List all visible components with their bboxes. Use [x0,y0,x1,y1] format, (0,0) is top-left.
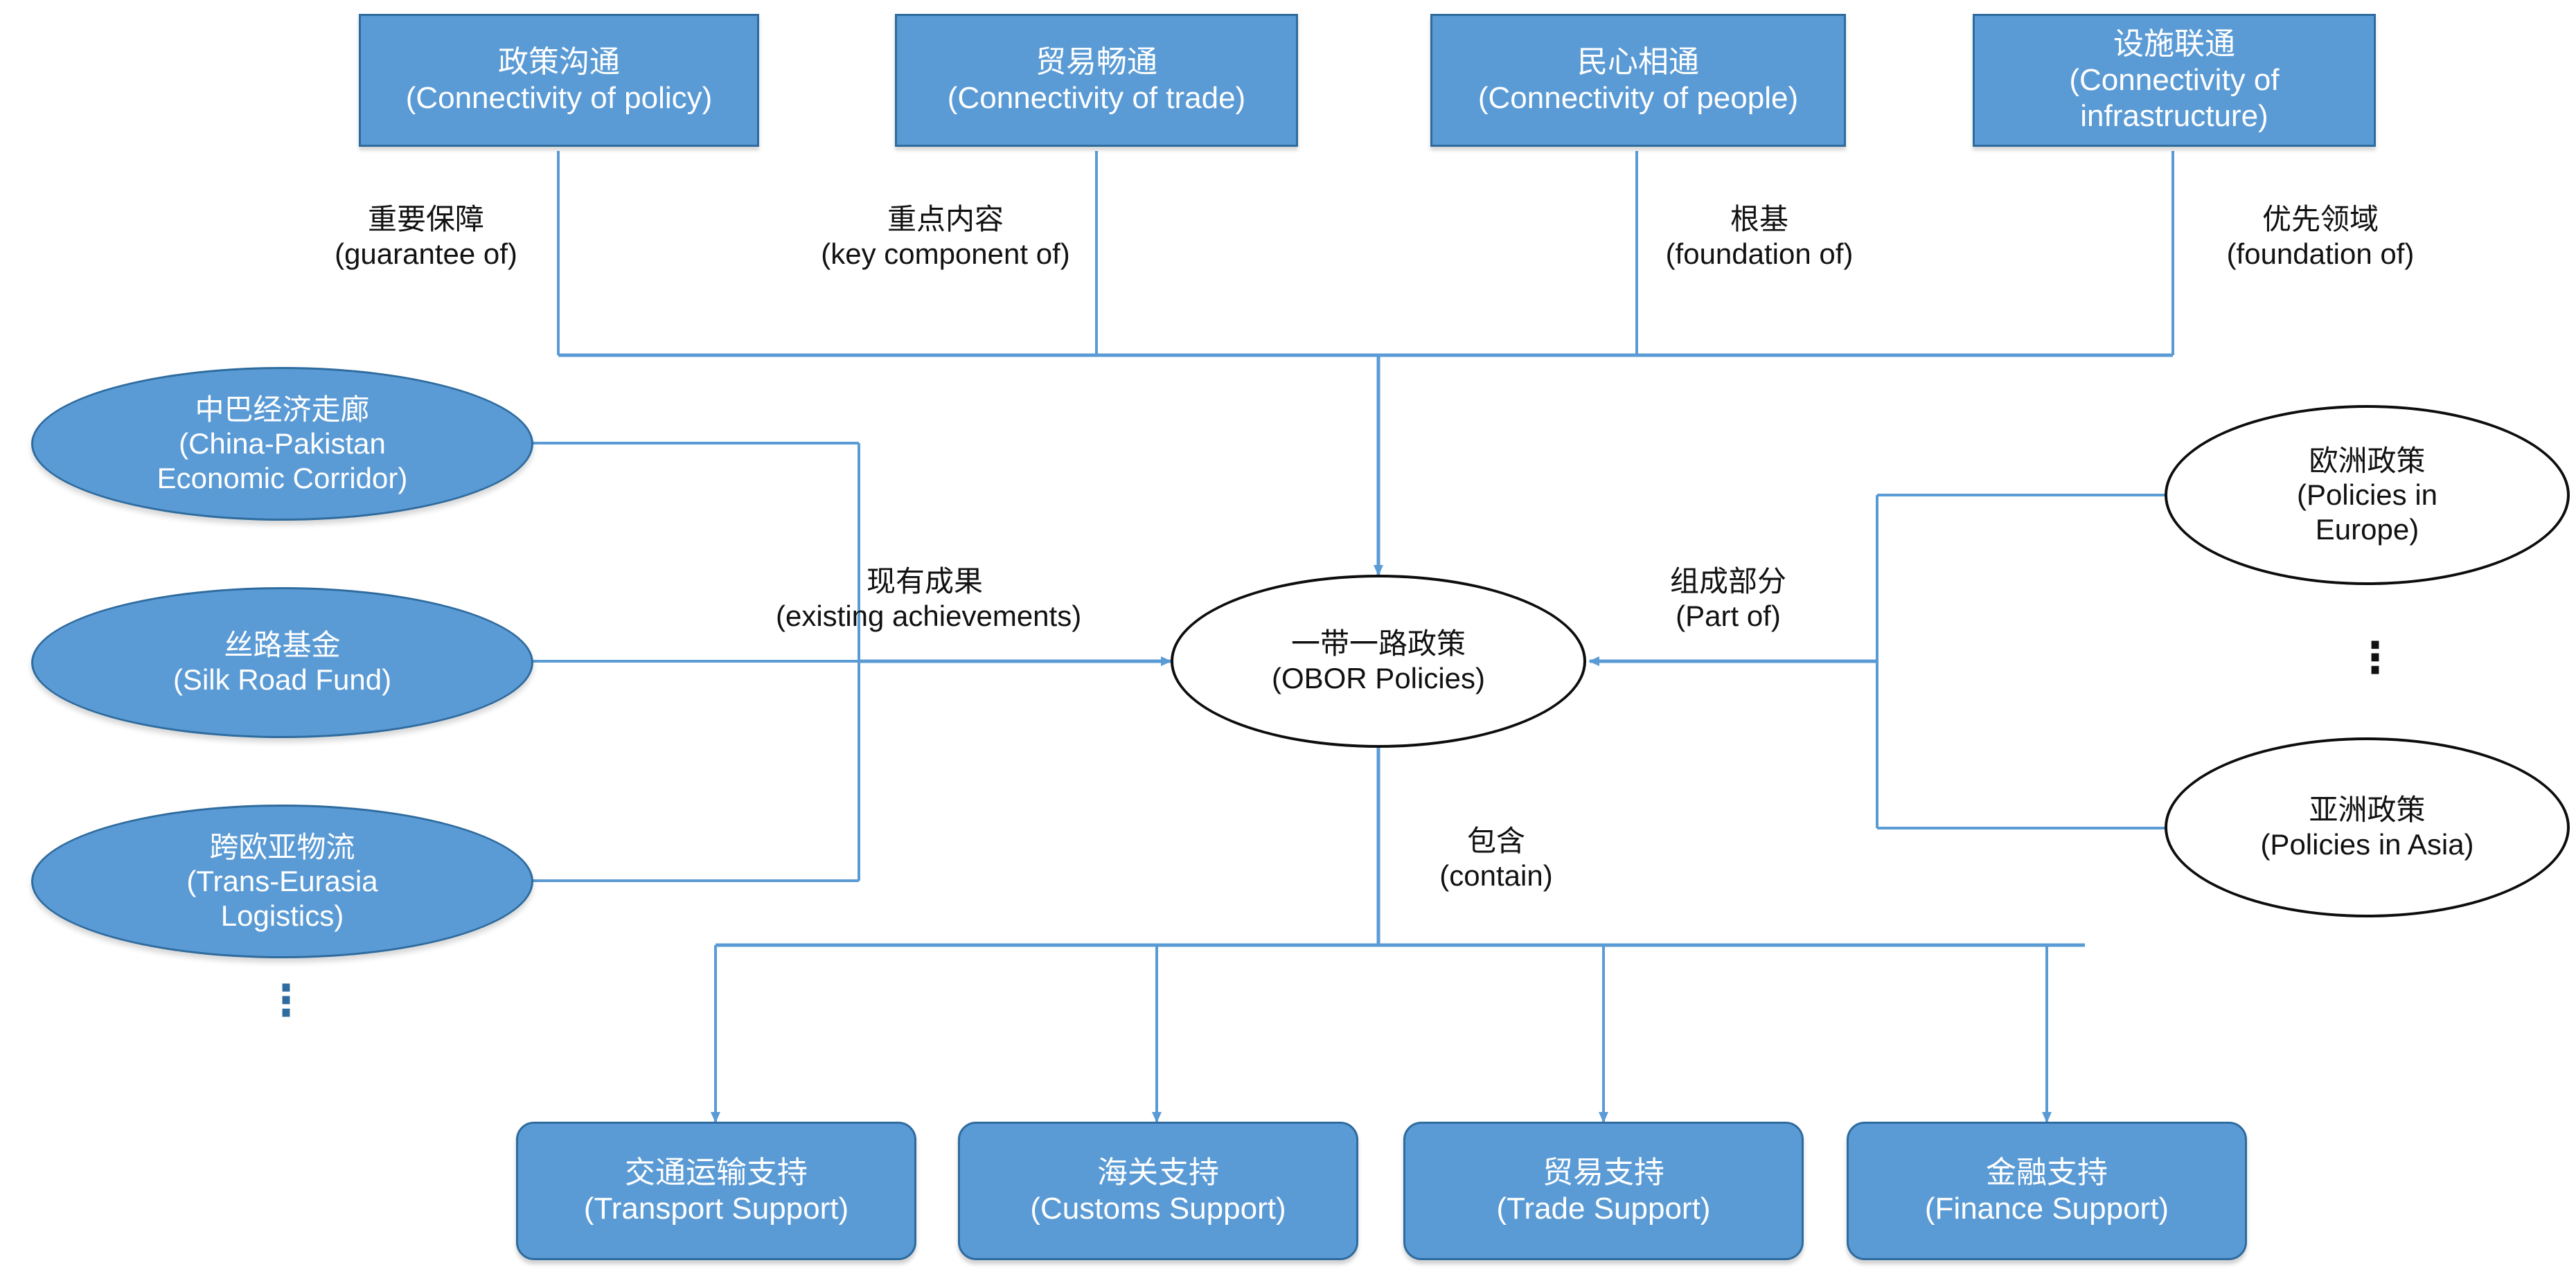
edge-label-en: (existing achievements) [776,600,1082,633]
node-label-en: (Policies in [2296,478,2438,512]
node-transport-support[interactable]: 交通运输支持 (Transport Support) [516,1122,916,1260]
node-label-en: (Customs Support) [1030,1192,1286,1226]
edge-label-existing-achievements: 现有成果 (existing achievements) [776,564,1082,634]
edge-label-cn: 重点内容 [887,203,1004,235]
node-label-en-2: infrastructure) [2080,98,2268,133]
left-more-nodes-ellipsis-icon: ⋮ [265,977,308,1025]
node-label-cn: 交通运输支持 [625,1156,808,1190]
node-obor-policies[interactable]: 一带一路政策 (OBOR Policies) [1171,575,1586,748]
node-silk-road-fund[interactable]: 丝路基金 (Silk Road Fund) [31,587,533,738]
node-policies-in-asia[interactable]: 亚洲政策 (Policies in Asia) [2165,737,2570,917]
node-china-pakistan-economic-corridor[interactable]: 中巴经济走廊 (China-Pakistan Economic Corridor… [31,367,533,521]
node-label-en: (OBOR Policies) [1271,662,1486,694]
node-label-en: (Policies in Asia) [2260,828,2474,861]
edge-label-cn: 优先领域 [2262,203,2379,235]
node-label-en: (Transport Support) [583,1192,849,1226]
edge-label-key-component-of: 重点内容 (key component of) [803,202,1087,272]
node-trade-support[interactable]: 贸易支持 (Trade Support) [1403,1122,1804,1260]
node-label-en: (Connectivity of people) [1477,81,1799,115]
node-label-cn: 金融支持 [1986,1156,2108,1190]
node-label-en-2: Europe) [2315,512,2419,546]
node-label-en: (Trade Support) [1496,1192,1711,1226]
right-more-nodes-ellipsis-icon: ⋮ [2354,634,2397,682]
node-label-cn: 贸易畅通 [1036,45,1157,80]
node-label-cn: 海关支持 [1097,1156,1219,1190]
node-connectivity-of-policy[interactable]: 政策沟通 (Connectivity of policy) [359,14,759,147]
node-label-en: (Connectivity of policy) [405,81,713,115]
node-policies-in-europe[interactable]: 欧洲政策 (Policies in Europe) [2165,405,2570,585]
node-label-en: (Silk Road Fund) [172,663,392,696]
node-trans-eurasia-logistics[interactable]: 跨欧亚物流 (Trans-Eurasia Logistics) [31,805,533,958]
node-label-cn: 一带一路政策 [1290,627,1466,661]
node-label-en: (Finance Support) [1924,1192,2169,1226]
node-label-en: (Connectivity of trade) [947,81,1246,115]
node-label-cn: 民心相通 [1577,45,1699,80]
node-finance-support[interactable]: 金融支持 (Finance Support) [1847,1122,2247,1260]
node-label-cn: 设施联通 [2113,27,2235,62]
node-label-en-2: Logistics) [220,899,344,932]
edge-label-en: (guarantee of) [335,237,517,271]
edge-label-foundation-of-people: 根基 (foundation of) [1642,202,1877,272]
node-label-cn: 亚洲政策 [2309,793,2426,827]
node-label-cn: 中巴经济走廊 [195,393,370,426]
edge-label-cn: 包含 [1466,825,1525,857]
edge-label-part-of: 组成部分 (Part of) [1614,564,1842,634]
node-label-en: (Connectivity of [2069,63,2280,98]
edge-label-cn: 现有成果 [866,565,983,598]
edge-label-cn: 根基 [1730,203,1788,235]
edge-label-cn: 组成部分 [1669,565,1786,598]
edge-label-en: (key component of) [821,237,1070,271]
edge-label-en: (contain) [1439,859,1553,892]
node-label-cn: 丝路基金 [224,629,341,662]
edge-label-guarantee-of: 重要保障 (guarantee of) [308,202,544,272]
node-label-en: (China-Pakistan [179,427,386,460]
node-connectivity-of-infrastructure[interactable]: 设施联通 (Connectivity of infrastructure) [1973,14,2376,147]
node-label-cn: 欧洲政策 [2309,444,2426,477]
edge-label-en: (Part of) [1676,600,1781,633]
node-label-cn: 贸易支持 [1543,1156,1664,1190]
node-label-en-2: Economic Corridor) [157,461,408,494]
edge-label-en: (foundation of) [1665,237,1854,271]
node-label-cn: 政策沟通 [498,45,620,80]
edge-label-cn: 重要保障 [367,203,484,235]
edge-label-contain: 包含 (contain) [1396,824,1597,894]
edge-label-foundation-of-infrastructure: 优先领域 (foundation of) [2203,202,2438,272]
node-customs-support[interactable]: 海关支持 (Customs Support) [958,1122,1358,1260]
node-label-en: (Trans-Eurasia [186,865,378,898]
node-label-cn: 跨欧亚物流 [209,830,355,863]
edge-label-en: (foundation of) [2226,237,2415,271]
node-connectivity-of-people[interactable]: 民心相通 (Connectivity of people) [1430,14,1846,147]
node-connectivity-of-trade[interactable]: 贸易畅通 (Connectivity of trade) [895,14,1298,147]
